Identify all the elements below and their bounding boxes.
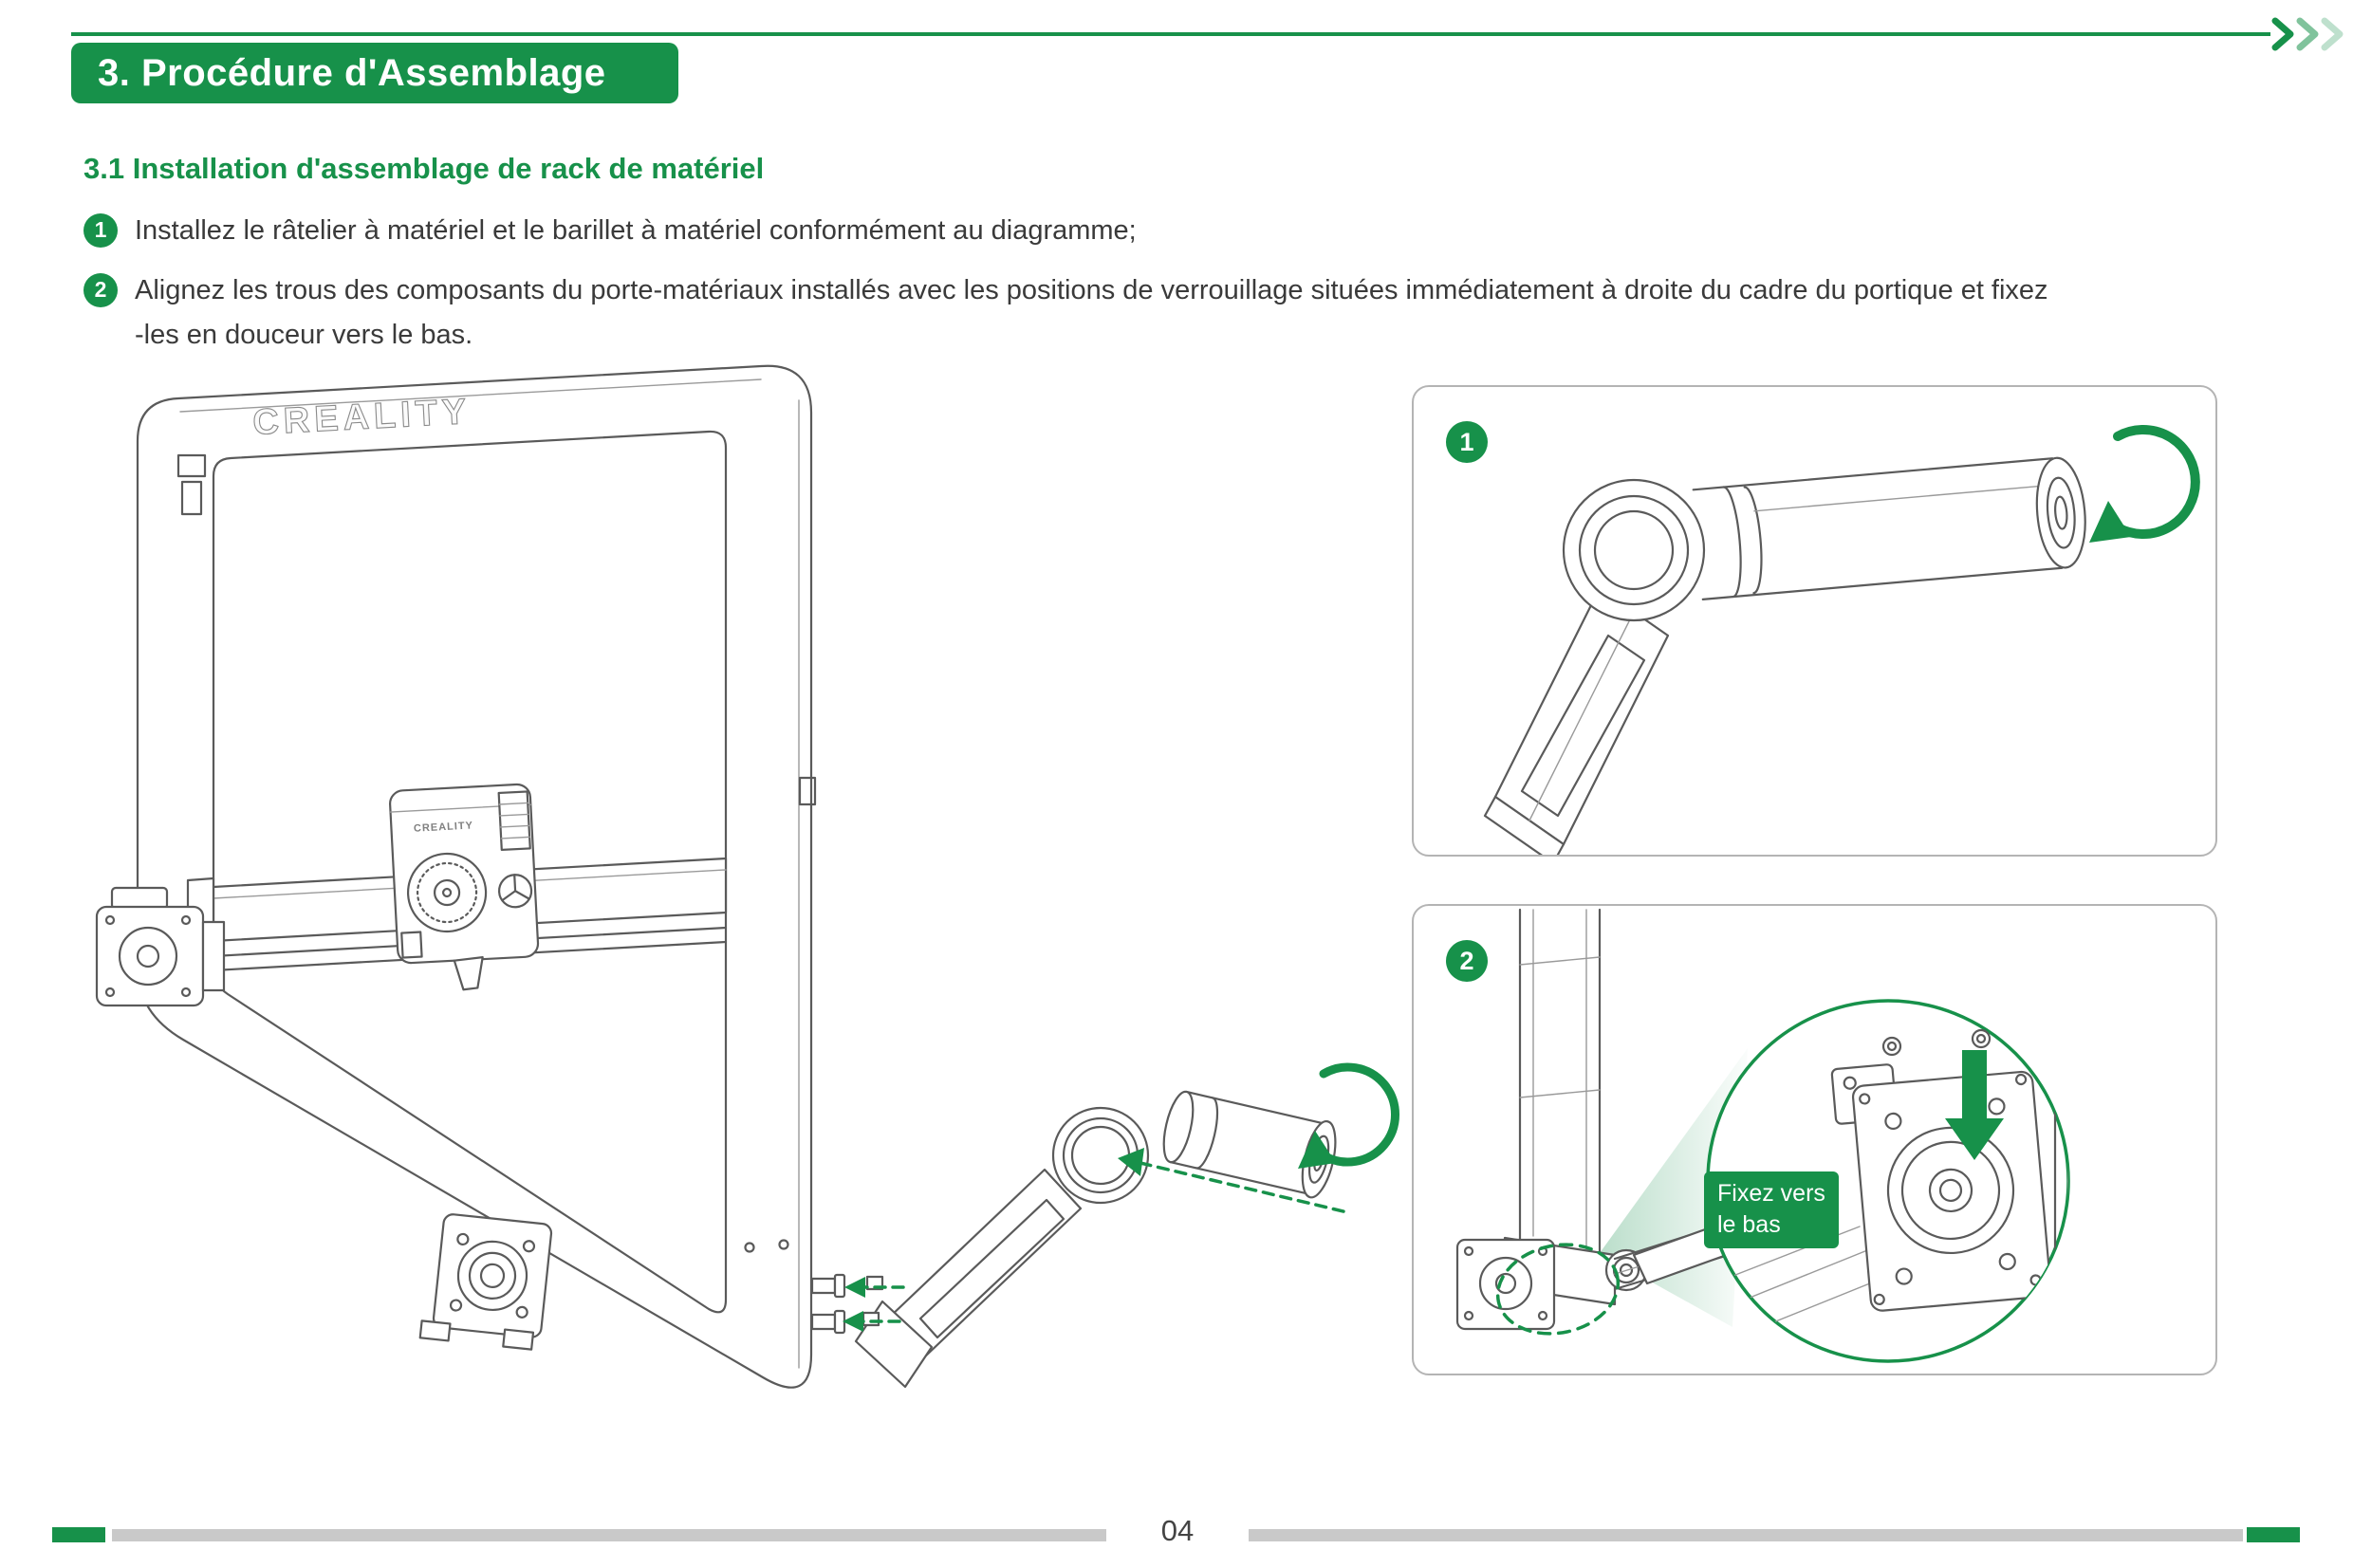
footer-accent-left [52, 1527, 105, 1542]
chevrons-icon [2271, 17, 2344, 51]
page-title: 3. Procédure d'Assemblage [98, 51, 606, 94]
printer-frame: CREALITY CREALITY [95, 364, 1337, 1389]
step-2-text: Alignez les trous des composants du port… [135, 274, 2048, 350]
lock-tab-top [2072, 1105, 2103, 1162]
spool-holder-illustration [1483, 425, 2200, 855]
holder-bracket [1483, 586, 1670, 855]
panel-1-badge: 1 [1446, 421, 1488, 463]
footer-bar-left [112, 1529, 1106, 1541]
zoom-contents [1709, 1028, 2103, 1345]
step-1-badge: 1 [83, 213, 118, 248]
top-rule [71, 32, 2270, 36]
print-head-logo-text: CREALITY [414, 820, 474, 834]
base-motor-bracket [418, 1213, 553, 1351]
left-motor [95, 886, 226, 1007]
page-number: 04 [1160, 1514, 1195, 1547]
column-connector [798, 776, 817, 806]
filament-barrel [1162, 1090, 1337, 1199]
print-head: CREALITY [389, 783, 540, 991]
step-1-text: Installez le râtelier à matériel et le b… [135, 215, 1137, 246]
spool-arm [854, 1106, 1150, 1389]
assembly-steps: 1 Installez le râtelier à matériel et le… [83, 209, 2294, 373]
lock-bolt-top [810, 1273, 846, 1299]
lock-bolt-bottom [810, 1309, 846, 1335]
section-banner: 3. Procédure d'Assemblage [71, 43, 678, 103]
footer-accent-right [2247, 1527, 2300, 1542]
alignment-dashed-arrows [843, 1148, 1349, 1332]
panel-2-badge: 2 [1446, 940, 1488, 982]
nozzle [453, 956, 484, 991]
printer-frame-illustration: CREALITY CREALITY [95, 364, 1400, 1389]
footer-bar-right [1249, 1529, 2243, 1541]
fix-down-callout: Fixez vers le bas [1704, 1171, 1839, 1248]
lock-tab-bottom [2072, 1208, 2103, 1264]
step-2: 2 Alignez les trous des composants du po… [83, 268, 2294, 358]
fix-down-arrow-icon [1945, 1050, 2004, 1160]
holder-barrel [1692, 456, 2086, 600]
mounting-closeup-illustration [1455, 908, 2103, 1363]
rotation-arrow-icon [2089, 425, 2200, 543]
step-2-badge: 2 [83, 272, 118, 307]
step-1: 1 Installez le râtelier à matériel et le… [83, 209, 2294, 253]
subsection-title: 3.1 Installation d'assemblage de rack de… [83, 152, 765, 185]
panel-step-1: 1 [1412, 385, 2217, 857]
panel-step-2: 2 [1412, 904, 2217, 1375]
frame-corner-scene [1455, 908, 1750, 1331]
holder-flange [1562, 478, 1706, 622]
highlight-dashed-circle [1495, 1243, 1621, 1336]
rotation-arrow-icon [1298, 1062, 1400, 1169]
